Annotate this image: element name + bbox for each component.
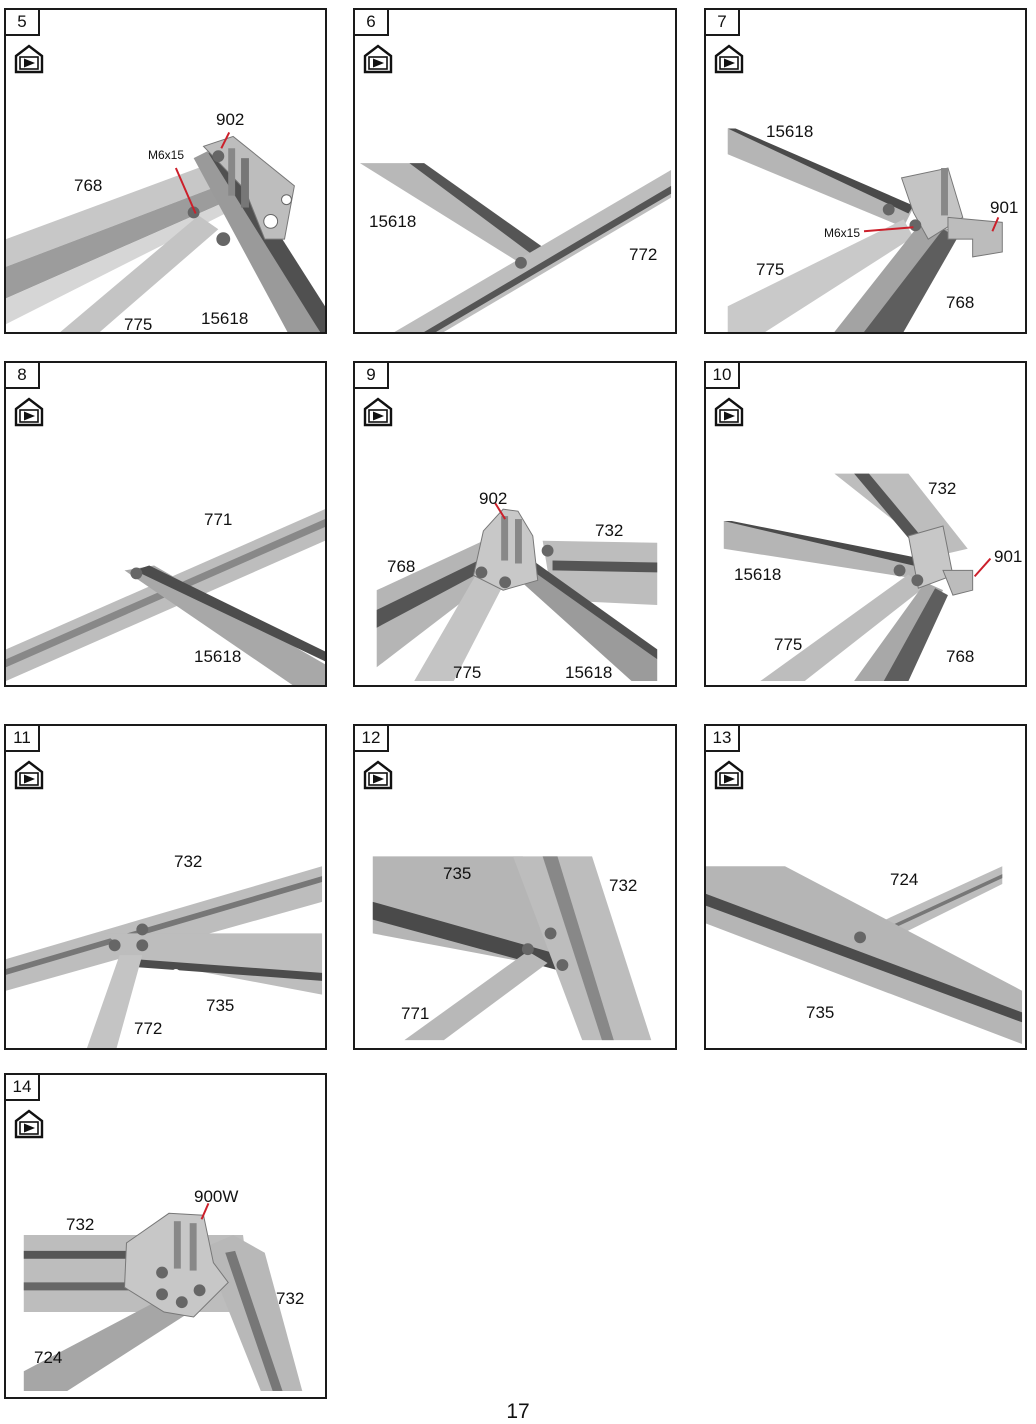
step-panel-13: 13 724 735: [704, 724, 1027, 1050]
part-label: 900W: [194, 1187, 239, 1206]
step-number: 8: [6, 363, 40, 389]
part-label: 775: [774, 635, 803, 654]
step-number: 10: [706, 363, 740, 389]
indoor-assembly-icon: [363, 760, 393, 790]
step-panel-5: 5 902 M6x15 768 775 15618: [4, 8, 327, 334]
part-label: 732: [276, 1289, 305, 1308]
part-label: 901: [990, 198, 1019, 217]
part-label: M6x15: [148, 148, 185, 162]
part-label: 732: [609, 876, 638, 895]
part-label: 768: [946, 293, 975, 312]
part-label: 772: [629, 245, 658, 264]
step-number: 14: [6, 1075, 40, 1101]
indoor-assembly-icon: [14, 760, 44, 790]
assembly-illustration: [706, 866, 1023, 1045]
indoor-assembly-icon: [714, 44, 744, 74]
part-label: 775: [756, 260, 785, 279]
part-label: 772: [134, 1019, 163, 1038]
part-label: 775: [124, 315, 153, 334]
part-label: 735: [206, 996, 235, 1015]
part-label: 732: [595, 521, 624, 540]
assembly-illustration: [6, 509, 325, 685]
part-label: 15618: [766, 122, 814, 141]
step-number: 12: [355, 726, 389, 752]
part-label: 902: [216, 110, 245, 129]
indoor-assembly-icon: [714, 760, 744, 790]
step-panel-6: 6 15618 772: [353, 8, 677, 334]
indoor-assembly-icon: [14, 1109, 44, 1139]
step-panel-14: 14 900W 732 732 724: [4, 1073, 327, 1399]
assembly-illustration: [723, 473, 992, 682]
part-label: 735: [806, 1003, 835, 1022]
indoor-assembly-icon: [14, 397, 44, 427]
assembly-illustration: [6, 132, 325, 332]
part-label: 724: [34, 1348, 63, 1367]
part-label: 902: [479, 489, 508, 508]
step-panel-8: 8 771 15618: [4, 361, 327, 687]
part-label: 724: [890, 870, 919, 889]
part-label: 901: [994, 547, 1023, 566]
part-label: 15618: [201, 309, 249, 328]
step-number: 6: [355, 10, 389, 36]
step-number: 5: [6, 10, 40, 36]
part-label: 15618: [734, 565, 782, 584]
part-label: 15618: [194, 647, 242, 666]
part-label: 768: [387, 557, 416, 576]
part-label: 732: [928, 479, 957, 498]
indoor-assembly-icon: [14, 44, 44, 74]
part-label: 732: [66, 1215, 95, 1234]
part-label: 771: [401, 1004, 430, 1023]
part-label: 732: [174, 852, 203, 871]
assembly-illustration: [359, 163, 672, 332]
indoor-assembly-icon: [363, 397, 393, 427]
assembly-illustration: [23, 1203, 303, 1392]
part-label: 775: [453, 663, 482, 682]
step-panel-11: 11 732 735 772: [4, 724, 327, 1050]
assembly-illustration: [727, 128, 1003, 332]
step-number: 9: [355, 363, 389, 389]
assembly-illustration: [372, 856, 652, 1041]
step-panel-10: 10 732 901 15618 775 768: [704, 361, 1027, 687]
step-panel-9: 9 902 732 768 775 15618: [353, 361, 677, 687]
part-label: 15618: [565, 663, 613, 682]
part-label: 735: [443, 864, 472, 883]
page-number: 17: [506, 1400, 530, 1423]
step-number: 13: [706, 726, 740, 752]
indoor-assembly-icon: [363, 44, 393, 74]
step-number: 7: [706, 10, 740, 36]
part-label: 15618: [369, 212, 417, 231]
part-label: M6x15: [824, 226, 861, 240]
step-number: 11: [6, 726, 40, 752]
step-panel-12: 12 735 732 771: [353, 724, 677, 1050]
part-label: 768: [74, 176, 103, 195]
indoor-assembly-icon: [714, 397, 744, 427]
step-panel-7: 7 15618 901 M6x15 775 768: [704, 8, 1027, 334]
assembly-illustration: [6, 866, 323, 1048]
part-label: 771: [204, 510, 233, 529]
part-label: 768: [946, 647, 975, 666]
assembly-illustration: [376, 502, 658, 682]
